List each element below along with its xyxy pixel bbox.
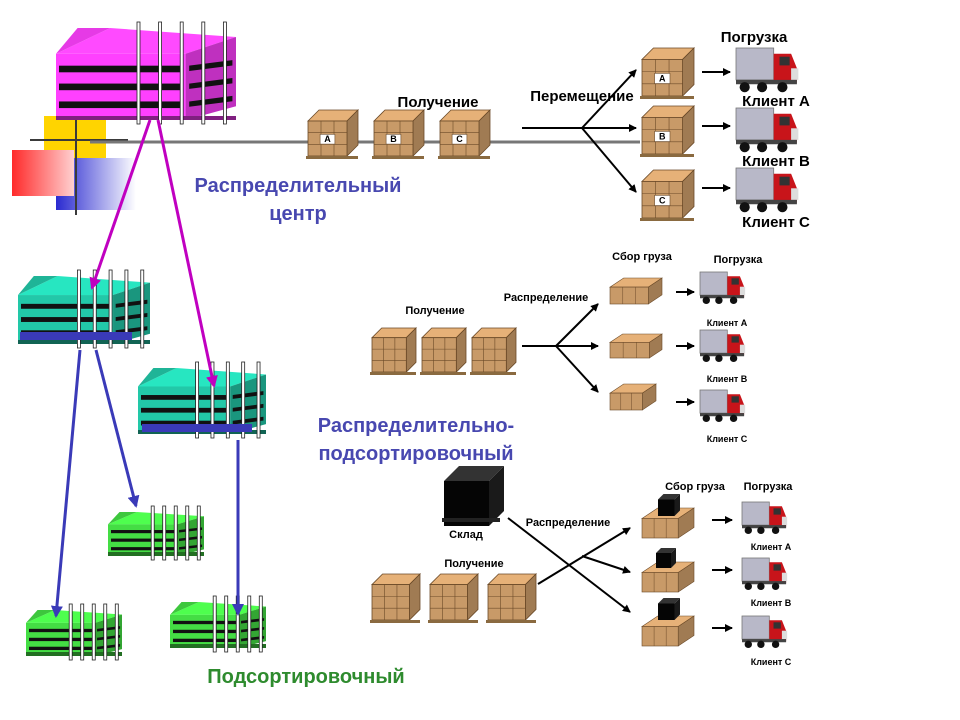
- flow2-distribution-label: Распределение: [504, 292, 589, 304]
- flow2-client-c: Клиент C: [707, 434, 748, 444]
- flow3-warehouse-stock: [444, 466, 504, 526]
- flow2-received-box-2: [420, 327, 467, 375]
- carton-label: C: [456, 134, 463, 144]
- flow2-fan-branch: [555, 345, 599, 393]
- flow2-client-b: Клиент B: [707, 374, 748, 384]
- flow1-truck-b: [735, 107, 799, 153]
- flow2-received-box-3: [470, 327, 517, 375]
- dc-building: [56, 21, 236, 125]
- flow2-loading-label: Погрузка: [714, 254, 764, 266]
- flow3-client-b: Клиент B: [751, 598, 792, 608]
- flow3-client-c: Клиент C: [751, 657, 792, 667]
- flow1-truck-c: [735, 167, 799, 213]
- flow1-fan-branch: [581, 69, 637, 129]
- carton-label: B: [659, 132, 666, 142]
- flow2-assembled-1: [609, 277, 663, 305]
- flow3-receiving-label: Получение: [444, 558, 503, 570]
- flow2-client-a: Клиент A: [707, 318, 748, 328]
- flow1-sorted-box-c: C: [640, 169, 695, 221]
- dc-title-line2: центр: [269, 203, 327, 225]
- flow2-fan-branch: [555, 303, 599, 347]
- carton-label: A: [659, 74, 666, 84]
- magenta-arrow: [156, 119, 218, 388]
- flow3-truck-a: [741, 501, 788, 535]
- flow3-line-middle: [581, 555, 631, 574]
- flow3-assembly-label: Сбор груза: [665, 481, 726, 493]
- flow2-assembled-2: [609, 333, 663, 359]
- flow3-assembled-3: [641, 615, 695, 647]
- flow1-receiving-label: Получение: [398, 94, 479, 111]
- flow3-received-box-1: [370, 573, 421, 623]
- flow3-assembled-1-part: [658, 494, 680, 516]
- flow2-assembled-3: [609, 383, 657, 411]
- dso-title-line2: подсортировочный: [318, 443, 513, 465]
- flow3-distribution-label: Распределение: [526, 517, 611, 529]
- flow3-warehouse-pallet: [442, 518, 500, 522]
- flow1-client-a: Клиент A: [742, 93, 810, 110]
- flow2-received-box-1: [370, 327, 417, 375]
- flow3-truck-c: [741, 615, 788, 649]
- flow3-received-box-3: [486, 573, 537, 623]
- carton-label: C: [659, 196, 666, 206]
- flow3-loading-label: Погрузка: [744, 481, 794, 493]
- flow1-loading-label: Погрузка: [721, 29, 788, 46]
- sorting-title: Подсортировочный: [207, 666, 404, 688]
- flow1-client-c: Клиент C: [742, 214, 810, 231]
- flow1-truck-a: [735, 47, 799, 93]
- flow3-client-a: Клиент A: [751, 542, 792, 552]
- flow2-assembly-label: Сбор груза: [612, 251, 673, 263]
- flow2-truck-a: [699, 271, 746, 305]
- blue-arrow: [94, 349, 140, 508]
- dc-title-line1: Распределительный: [195, 175, 402, 197]
- dso-title-line1: Распределительно-: [318, 415, 514, 437]
- flow2-truck-c: [699, 389, 746, 423]
- carton-label: A: [324, 134, 331, 144]
- flow2-truck-b: [699, 329, 746, 363]
- blue-arrow: [50, 349, 82, 618]
- flow3-assembled-3-part: [658, 598, 680, 620]
- flow3-warehouse-label: Склад: [449, 529, 483, 541]
- flow3-received-box-2: [428, 573, 479, 623]
- flow3-assembled-2: [641, 561, 695, 593]
- dc-logo: [12, 112, 136, 215]
- flow2-receiving-label: Получение: [405, 305, 464, 317]
- flow1-received-box-a: A: [306, 109, 359, 159]
- so-building-3: [170, 595, 266, 653]
- flow3-truck-b: [741, 557, 788, 591]
- flow3-assembled-2-part: [656, 548, 676, 568]
- flow1-received-box-c: C: [438, 109, 491, 159]
- so-building-1: [108, 505, 204, 561]
- flow1-client-b: Клиент B: [742, 153, 810, 170]
- flow1-sorted-box-b: B: [640, 105, 695, 157]
- flow1-fan-branch: [581, 127, 637, 193]
- flow1-sorted-box-a: A: [640, 47, 695, 99]
- carton-label: B: [390, 134, 397, 144]
- magenta-arrow: [89, 119, 152, 290]
- so-building-2: [26, 603, 122, 661]
- flow1-received-box-b: B: [372, 109, 425, 159]
- flow1-moving-label: Перемещение: [530, 88, 634, 105]
